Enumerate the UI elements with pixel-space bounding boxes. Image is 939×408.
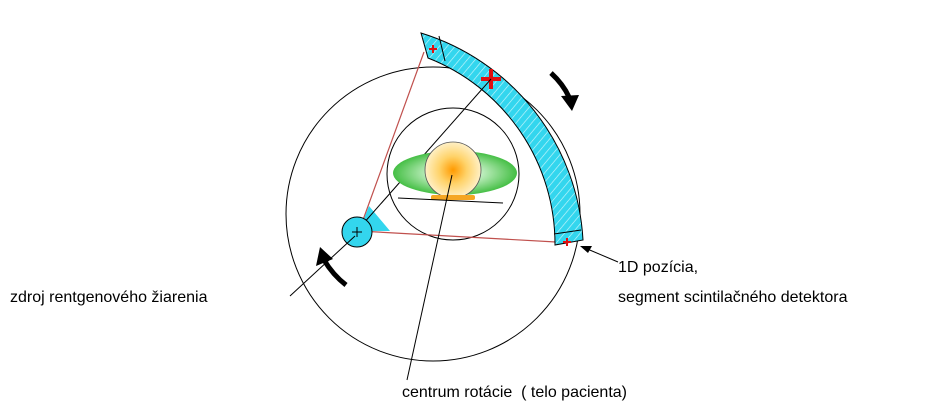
source-leader-line [289,235,356,297]
detector-label-line2: segment scintilačného detektora [618,289,848,306]
rotation-arrow-top-icon [549,71,579,111]
detector-leader-arrow [580,246,619,263]
rotation-center-leader-line [406,174,453,381]
detector-marker-top [429,45,437,53]
detector-label-line1: 1D pozícia, [618,259,698,276]
patient-table [431,195,475,200]
rotation-center-organ [424,141,482,199]
rotation-center-label: centrum rotácie ( telo pacienta) [402,384,627,401]
detector-arc [420,32,584,246]
bore-circle [386,107,520,241]
table-line [397,197,504,204]
source-label: zdroj rentgenového žiarenia [10,289,208,306]
detector-marker-segment [563,238,571,246]
rotation-arrow-left-icon [316,247,348,287]
